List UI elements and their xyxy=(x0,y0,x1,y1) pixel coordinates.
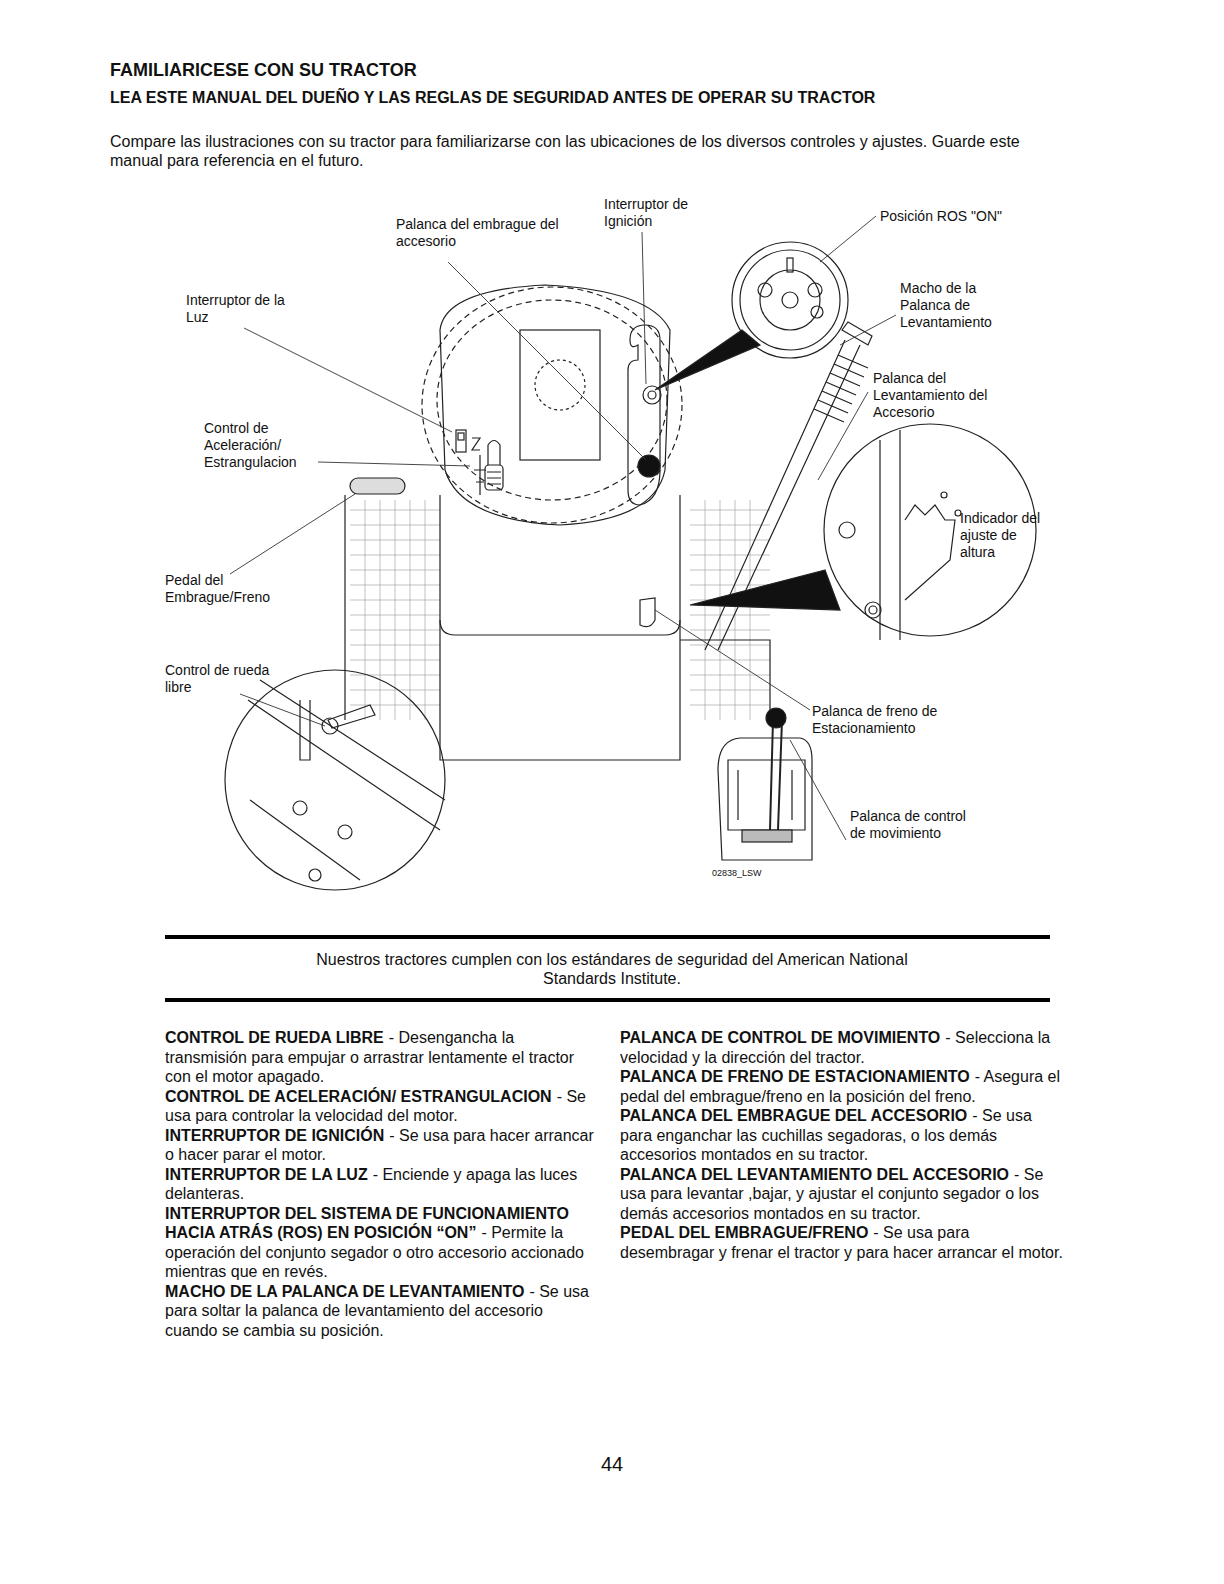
callout-label: Macho de la Palanca de Levantamiento xyxy=(900,280,1030,331)
intro-text: Compare las ilustraciones con su tractor… xyxy=(110,132,1030,170)
callout-label: Posición ROS "ON" xyxy=(880,208,1070,225)
control-heading: CONTROL DE ACELERACIÓN/ ESTRANGULACION xyxy=(165,1088,552,1105)
control-heading: INTERRUPTOR DE LA LUZ xyxy=(165,1166,368,1183)
control-heading: CONTROL DE RUEDA LIBRE xyxy=(165,1029,384,1046)
callout-label: Interruptor de Ignición xyxy=(604,196,714,230)
control-description: PALANCA DEL LEVANTAMIENTO DEL ACCESORIO-… xyxy=(620,1165,1065,1224)
control-heading: PALANCA DE CONTROL DE MOVIMIENTO xyxy=(620,1029,940,1046)
description-column: CONTROL DE RUEDA LIBRE- Desengancha la t… xyxy=(165,1028,595,1340)
callout-label: Indicador del ajuste de altura xyxy=(960,510,1050,561)
page-number: 44 xyxy=(562,1452,662,1476)
control-heading: PEDAL DEL EMBRAGUE/FRENO xyxy=(620,1224,868,1241)
safety-note: Nuestros tractores cumplen con los están… xyxy=(300,950,924,988)
control-heading: PALANCA DEL EMBRAGUE DEL ACCESORIO xyxy=(620,1107,967,1124)
callout-label: Palanca del Levantamiento del Accesorio xyxy=(873,370,1003,421)
callout-label: Pedal del Embrague/Freno xyxy=(165,572,325,606)
control-description: CONTROL DE RUEDA LIBRE- Desengancha la t… xyxy=(165,1028,595,1087)
control-heading: INTERRUPTOR DE IGNICIÓN xyxy=(165,1127,384,1144)
control-heading: MACHO DE LA PALANCA DE LEVANTAMIENTO xyxy=(165,1283,524,1300)
control-description: INTERRUPTOR DEL SISTEMA DE FUNCIONAMIENT… xyxy=(165,1204,595,1282)
control-heading: PALANCA DE FRENO DE ESTACIONAMIENTO xyxy=(620,1068,970,1085)
callout-label: Palanca de control de movimiento xyxy=(850,808,970,842)
callout-label: Control de Aceleración/ Estrangulacion xyxy=(204,420,324,471)
control-description: INTERRUPTOR DE IGNICIÓN- Se usa para hac… xyxy=(165,1126,595,1165)
subtitle: LEA ESTE MANUAL DEL DUEÑO Y LAS REGLAS D… xyxy=(110,88,1120,107)
figure-code: 02838_LSW xyxy=(712,868,792,879)
control-description: INTERRUPTOR DE LA LUZ- Enciende y apaga … xyxy=(165,1165,595,1204)
description-column: PALANCA DE CONTROL DE MOVIMIENTO- Selecc… xyxy=(620,1028,1065,1262)
callout-label: Control de rueda libre xyxy=(165,662,275,696)
callout-label: Palanca del embrague del accesorio xyxy=(396,216,571,250)
control-description: CONTROL DE ACELERACIÓN/ ESTRANGULACION- … xyxy=(165,1087,595,1126)
callout-label: Interruptor de la Luz xyxy=(186,292,286,326)
callout-label: Palanca de freno de Estacionamiento xyxy=(812,703,992,737)
control-description: PALANCA DE CONTROL DE MOVIMIENTO- Selecc… xyxy=(620,1028,1065,1067)
control-description: PEDAL DEL EMBRAGUE/FRENO- Se usa para de… xyxy=(620,1223,1065,1262)
control-description: PALANCA DE FRENO DE ESTACIONAMIENTO- Ase… xyxy=(620,1067,1065,1106)
control-description: MACHO DE LA PALANCA DE LEVANTAMIENTO- Se… xyxy=(165,1282,595,1341)
control-heading: PALANCA DEL LEVANTAMIENTO DEL ACCESORIO xyxy=(620,1166,1009,1183)
control-description: PALANCA DEL EMBRAGUE DEL ACCESORIO- Se u… xyxy=(620,1106,1065,1165)
page-title: FAMILIARICESE CON SU TRACTOR xyxy=(110,60,417,81)
